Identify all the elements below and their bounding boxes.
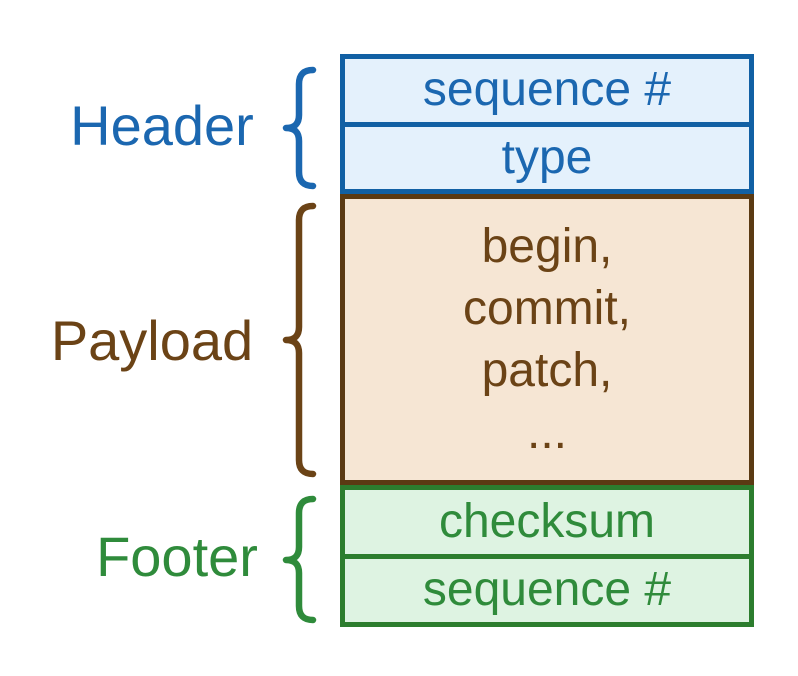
footer-section: checksum sequence # bbox=[340, 485, 754, 627]
payload-brace-icon bbox=[282, 202, 317, 478]
payload-line-patch: patch, bbox=[481, 343, 613, 397]
payload-line-begin: begin, bbox=[481, 219, 613, 273]
footer-brace-icon bbox=[282, 495, 317, 624]
header-cell-sequence-number: sequence # bbox=[422, 63, 672, 117]
header-brace-icon bbox=[282, 66, 317, 190]
header-section: sequence # type bbox=[340, 54, 754, 194]
footer-cell-sequence-number: sequence # bbox=[345, 553, 749, 623]
payload-line-ellipsis: ... bbox=[526, 405, 567, 459]
payload-label: Payload bbox=[50, 309, 254, 372]
payload-section: begin, commit, patch, ... bbox=[340, 194, 754, 485]
packet-structure-box: sequence # type begin, commit, patch, ..… bbox=[340, 54, 754, 627]
header-label: Header bbox=[70, 94, 254, 157]
header-cell-type: type bbox=[345, 121, 749, 190]
footer-cell-checksum: checksum bbox=[438, 494, 656, 548]
payload-line-commit: commit, bbox=[463, 281, 631, 335]
footer-label: Footer bbox=[96, 525, 258, 588]
